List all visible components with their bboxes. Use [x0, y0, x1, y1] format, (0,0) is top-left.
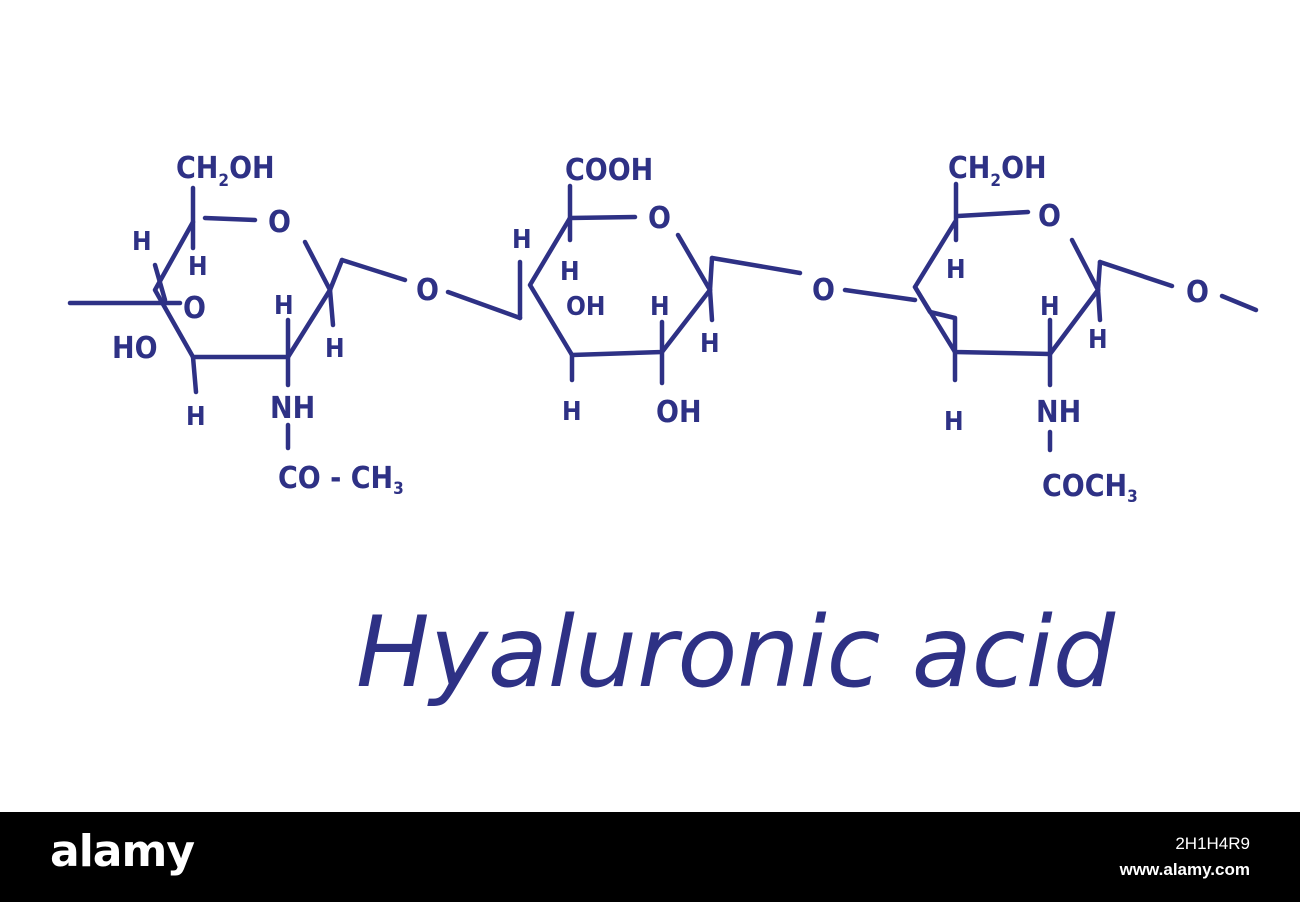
ring-3-h-c1: H	[1088, 325, 1108, 355]
glycosidic-oxygen-2: O	[812, 273, 835, 308]
ring-3-h-c2: H	[1040, 292, 1060, 322]
hyaluronic-acid-structure: CH2OH O H H O HO H H H NH CO - CH3 O COO…	[67, 151, 1259, 710]
glycosidic-bond-1	[445, 289, 523, 321]
ring-3-amide-label: COCH3	[1042, 469, 1138, 507]
ring-2-h-c3: H	[562, 397, 582, 427]
ring-1-ring-oxygen: O	[268, 205, 291, 240]
ring-2-glycosidic-bond	[709, 255, 803, 276]
glycosidic-bond-2	[842, 287, 918, 303]
ring-1-ch2oh-label: CH2OH	[176, 151, 275, 191]
ring-1-hydroxyl: HO	[112, 331, 158, 366]
ring-3-nh-label: NH	[1036, 395, 1081, 430]
alamy-logo: alamy	[50, 826, 195, 877]
ring-1-c1-h-bond	[327, 287, 336, 328]
ring-1-c4-bond	[152, 262, 168, 303]
site-url: www.alamy.com	[1119, 860, 1250, 879]
image-id: 2H1H4R9	[1175, 834, 1250, 853]
ring-3-glycosidic-bond	[1097, 259, 1175, 289]
ring-1-h-c4: H	[132, 227, 152, 257]
molecule-title: Hyaluronic acid	[356, 596, 1116, 710]
ring-2-hydroxyl-c3: OH	[566, 292, 605, 322]
ring-1: CH2OH O H H O HO H H H NH CO - CH3	[67, 151, 408, 499]
ring-2: COOH O H H OH H H H OH	[512, 153, 803, 430]
glycosidic-oxygen-3: O	[1186, 275, 1209, 310]
ring-3-c1-bond	[1095, 259, 1103, 293]
ring-3-c1-h-bond	[1095, 287, 1103, 323]
ring-3-h-c5: H	[946, 255, 966, 285]
ring-1-glycosidic-bond	[339, 257, 408, 283]
ring-1-ring-bonds	[152, 219, 333, 360]
watermark-footer: alamy 2H1H4R9 www.alamy.com	[0, 812, 1300, 902]
ring-2-h-c5: H	[560, 257, 580, 287]
diagram-canvas: CH2OH O H H O HO H H H NH CO - CH3 O COO…	[67, 151, 1259, 710]
ring-2-hydroxyl-c2: OH	[656, 395, 702, 430]
ring-1-bond-c5-o	[202, 215, 258, 223]
ring-2-c1-h-bond	[707, 287, 715, 323]
ring-2-h-c4: H	[512, 225, 532, 255]
ring-1-c1-bond	[327, 257, 345, 293]
ring-1-h-c1: H	[325, 334, 345, 364]
ring-1-h-c2: H	[274, 291, 294, 321]
ring-3-ring-oxygen: O	[1038, 199, 1061, 234]
ring-2-ring-oxygen: O	[648, 201, 671, 236]
ring-3-c3-c4-bonds	[912, 284, 958, 355]
ring-2-bond-c5-o	[567, 214, 638, 221]
ring-3: CH2OH O H H H H NH COCH3	[912, 151, 1175, 507]
ring-2-c1-bond	[707, 255, 715, 293]
ring-1-amide-label: CO - CH3	[278, 461, 404, 499]
right-chain-bond	[1219, 293, 1259, 313]
ring-3-ch2oh-label: CH2OH	[948, 151, 1047, 191]
ring-1-nh-label: NH	[270, 391, 315, 426]
ring-1-c3-h-bond	[190, 354, 199, 395]
ring-2-cooh-label: COOH	[565, 153, 653, 188]
ring-1-h-c5: H	[188, 252, 208, 282]
ring-2-h-c2: H	[650, 292, 670, 322]
ring-1-h-c3: H	[186, 402, 206, 432]
ring-2-h-c1: H	[700, 329, 720, 359]
ring-2-ring-bonds	[517, 215, 713, 358]
ring-3-ring-bonds	[912, 219, 1101, 357]
ring-3-bond-c5-o	[955, 209, 1031, 219]
ring-3-h-c3: H	[944, 407, 964, 437]
ring-1-inner-oxygen: O	[183, 291, 206, 326]
glycosidic-oxygen-1: O	[416, 273, 439, 308]
